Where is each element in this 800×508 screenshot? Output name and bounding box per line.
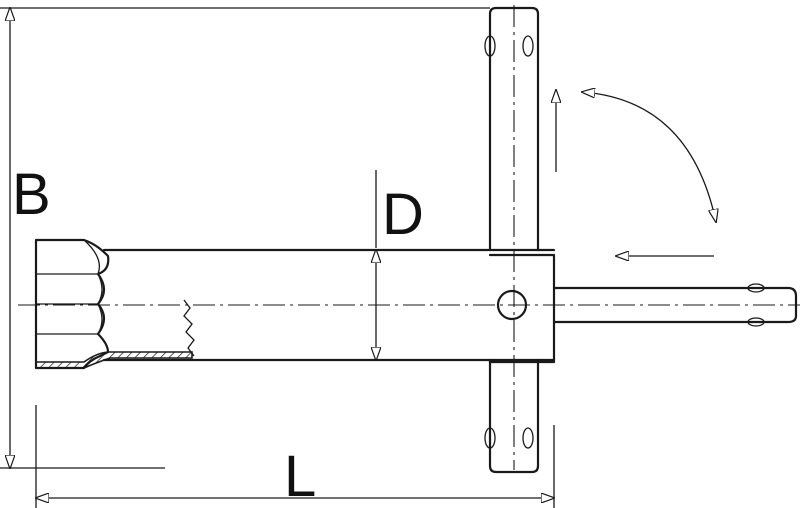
direction-arrow-icon [556,90,714,256]
extension-shaft [552,283,798,327]
tube-body [102,248,556,362]
label-d: D [382,182,424,247]
rotation-arrow-icon [582,92,716,222]
t-bar-handle [484,6,540,474]
label-b: B [12,162,51,227]
hub-block [488,253,556,364]
socket-head [34,238,193,370]
label-l: L [284,444,316,508]
dimension-l [36,405,554,508]
cross-pin [496,289,528,321]
hatched-wall [35,351,193,369]
dimension-b [0,8,490,468]
centerline [18,5,800,470]
